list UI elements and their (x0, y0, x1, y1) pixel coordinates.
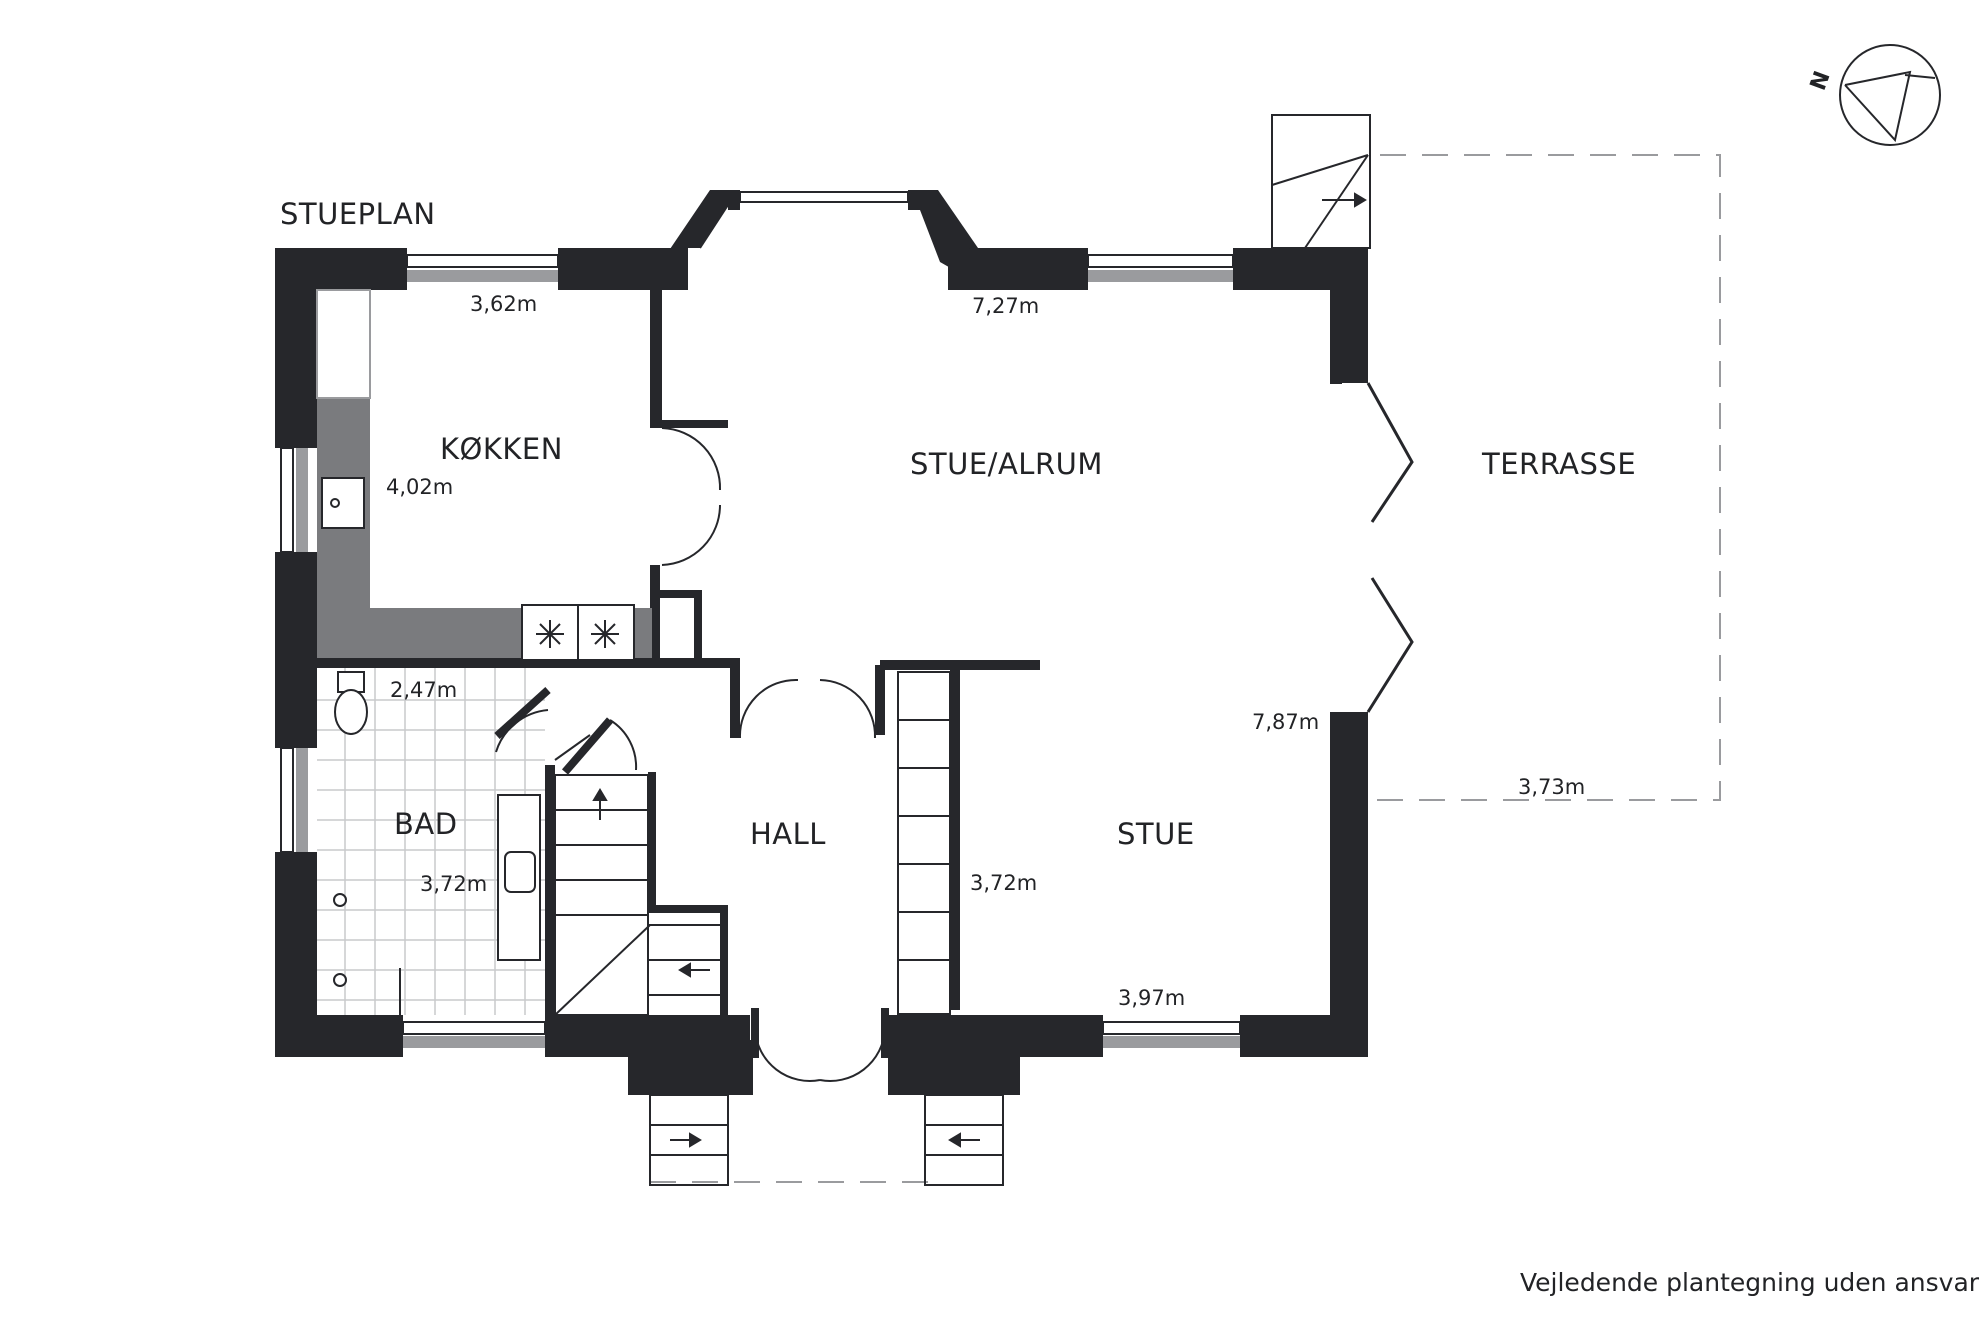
compass (1839, 44, 1941, 146)
dim-terrace-width: 3,73m (1518, 775, 1586, 799)
windows (280, 191, 1241, 1048)
terrace-doors (1366, 382, 1414, 713)
room-label-living-sun: STUE/ALRUM (910, 447, 1103, 481)
door-leaves (494, 687, 889, 1058)
room-label-bath: BAD (394, 807, 458, 841)
dim-kitchen-width: 3,62m (470, 292, 538, 316)
walls (275, 190, 1368, 1095)
plan-title: STUEPLAN (280, 197, 436, 231)
room-label-kitchen: KØKKEN (440, 432, 563, 466)
dim-living-right: 7,87m (1252, 710, 1320, 734)
dim-living-width: 3,97m (1118, 986, 1186, 1010)
dim-kitchen-depth: 4,02m (386, 475, 454, 499)
stove-burners (536, 620, 619, 648)
room-label-hall: HALL (750, 817, 826, 851)
room-label-living: STUE (1117, 817, 1195, 851)
disclaimer: Vejledende plantegning uden ansvar (1520, 1268, 1980, 1297)
stair-arrows (592, 192, 1367, 1148)
room-label-terrace: TERRASSE (1482, 447, 1637, 481)
bath-fixtures (333, 671, 591, 1015)
dim-living-sun-width: 7,27m (972, 294, 1040, 318)
dim-living-depth: 3,72m (970, 871, 1038, 895)
stairs (554, 114, 1371, 1186)
dim-bath-width: 2,47m (390, 678, 458, 702)
kitchen-counter (316, 289, 652, 661)
dim-bath-depth: 3,72m (420, 872, 488, 896)
terrace-outline (650, 154, 1721, 1183)
